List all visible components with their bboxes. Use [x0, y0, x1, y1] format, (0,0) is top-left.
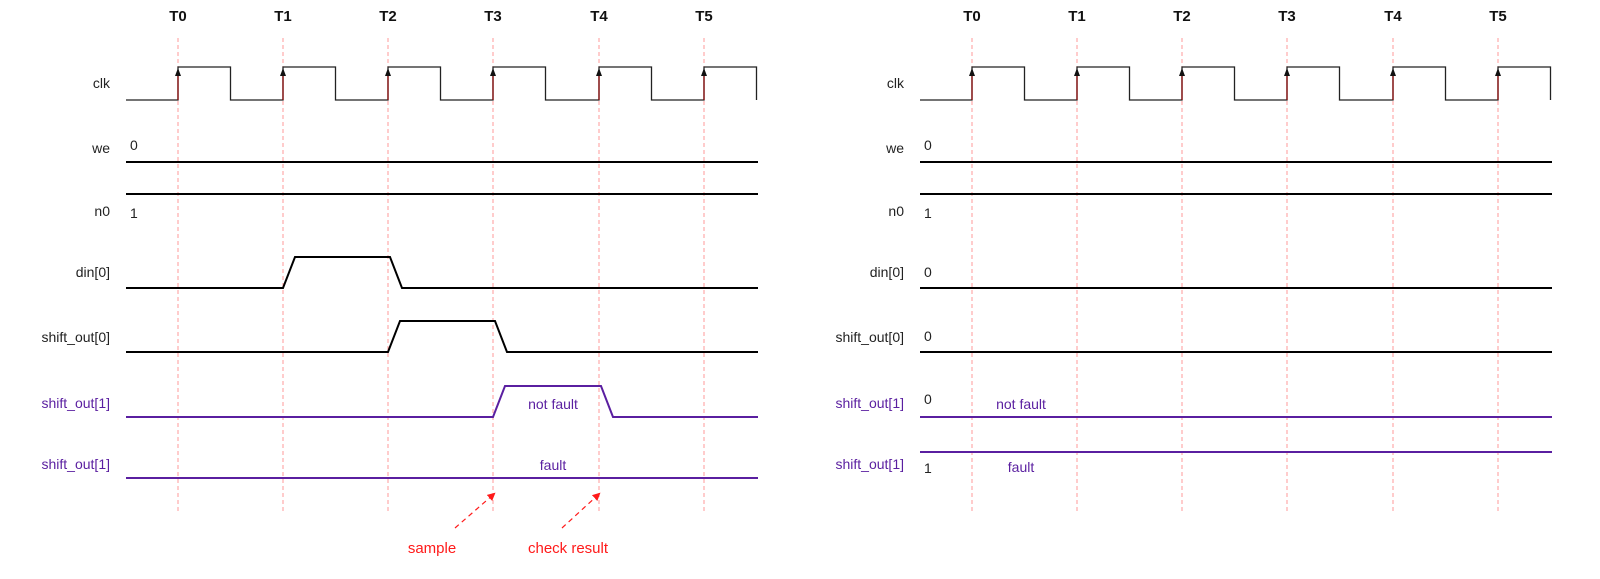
- time-marker-t2: T2: [379, 8, 397, 25]
- time-marker-t5: T5: [695, 8, 713, 25]
- time-marker-t0: T0: [169, 8, 187, 25]
- annotation-arrow-icon: [561, 492, 601, 529]
- waveform-shift_out0: [126, 320, 758, 353]
- signal-value-din0: 0: [924, 264, 932, 280]
- signal-value-n0: 1: [130, 205, 138, 221]
- signal-value-shift_out1_notfault: 0: [924, 391, 932, 407]
- signal-value-n0: 1: [924, 205, 932, 221]
- clk-waveform: [126, 66, 758, 101]
- signal-value-we: 0: [130, 137, 138, 153]
- caption-not-fault: not fault: [528, 396, 578, 412]
- annotation-check-result: check result: [527, 540, 609, 557]
- rising-edge-arrowhead-icon: [1179, 68, 1185, 76]
- clk-waveform: [920, 66, 1552, 101]
- caption-not-fault: not fault: [996, 396, 1046, 412]
- time-marker-t4: T4: [590, 8, 608, 25]
- caption-fault: fault: [539, 457, 567, 473]
- caption-fault: fault: [1007, 459, 1035, 475]
- signal-value-shift_out1_fault: 1: [924, 460, 932, 476]
- rising-edge-arrowhead-icon: [385, 68, 391, 76]
- annotation-arrow-icon: [454, 492, 496, 529]
- time-marker-t3: T3: [1278, 8, 1296, 25]
- signal-label-n0: n0: [94, 203, 110, 219]
- signal-label-shift_out1_notfault: shift_out[1]: [835, 395, 905, 411]
- time-marker-t0: T0: [963, 8, 981, 25]
- signal-label-shift_out0: shift_out[0]: [835, 329, 905, 345]
- waveform-shift_out1_notfault: [126, 385, 758, 418]
- rising-edge-arrowhead-icon: [969, 68, 975, 76]
- time-marker-t5: T5: [1489, 8, 1507, 25]
- rising-edge-arrowhead-icon: [1495, 68, 1501, 76]
- right-timing-diagram: T0 T1 T2 T3 T4 T5 clk we 0 n0 1 din[0] 0 shift_out[0]…: [794, 0, 1594, 579]
- left-timing-diagram: T0 T1 T2 T3 T4 T5 clk we 0 n0 1 din[0] shift_out[0]s…: [41, 8, 758, 557]
- signal-label-din0: din[0]: [869, 264, 904, 280]
- signal-label-we: we: [92, 140, 110, 156]
- time-marker-t3: T3: [484, 8, 502, 25]
- signal-label-shift_out1_fault: shift_out[1]: [835, 456, 905, 472]
- signal-label-clk: clk: [92, 75, 110, 91]
- rising-edge-arrowhead-icon: [701, 68, 707, 76]
- rising-edge-arrowhead-icon: [1074, 68, 1080, 76]
- signal-label-shift_out1_notfault: shift_out[1]: [41, 395, 111, 411]
- rising-edge-arrowhead-icon: [175, 68, 181, 76]
- time-marker-t4: T4: [1384, 8, 1402, 25]
- time-marker-t1: T1: [1068, 8, 1086, 25]
- timing-canvas: [920, 38, 1552, 513]
- rising-edge-arrowhead-icon: [1390, 68, 1396, 76]
- signal-label-n0: n0: [888, 203, 904, 219]
- signal-value-shift_out0: 0: [924, 328, 932, 344]
- signal-label-clk: clk: [886, 75, 904, 91]
- signal-label-shift_out0: shift_out[0]: [41, 329, 111, 345]
- rising-edge-arrowhead-icon: [1284, 68, 1290, 76]
- time-marker-t2: T2: [1173, 8, 1191, 25]
- signal-label-shift_out1_fault: shift_out[1]: [41, 456, 111, 472]
- signal-label-din0: din[0]: [75, 264, 110, 280]
- rising-edge-arrowhead-icon: [280, 68, 286, 76]
- rising-edge-arrowhead-icon: [596, 68, 602, 76]
- signal-value-we: 0: [924, 137, 932, 153]
- waveform-din0: [126, 256, 758, 289]
- timing-canvas: [126, 38, 758, 529]
- rising-edge-arrowhead-icon: [490, 68, 496, 76]
- signal-label-we: we: [886, 140, 904, 156]
- annotation-sample: sample: [407, 540, 457, 557]
- time-marker-t1: T1: [274, 8, 292, 25]
